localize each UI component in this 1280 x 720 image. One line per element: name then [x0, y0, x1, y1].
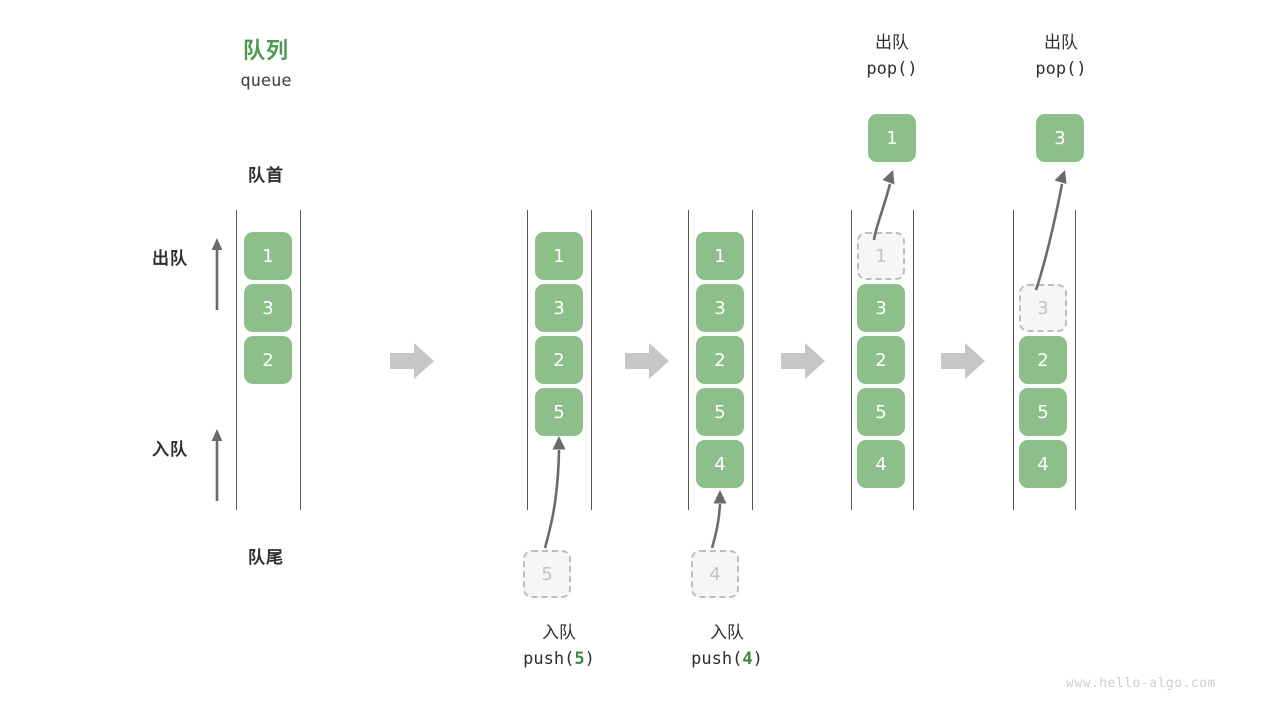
enqueue-motion-arrow	[543, 436, 566, 549]
queue-rail-right	[300, 210, 301, 510]
step-arrow-icon	[781, 343, 825, 379]
queue-element-removed: 3	[1019, 284, 1067, 332]
operation-code-suffix: )	[584, 649, 595, 670]
rear-label: 队尾	[248, 548, 284, 568]
queue-element: 4	[1019, 440, 1067, 488]
queue-rail-left	[527, 210, 528, 510]
queue-rail-left	[1013, 210, 1014, 510]
queue-element-removed: 1	[857, 232, 905, 280]
dequeue-motion-arrow	[872, 170, 895, 241]
dequeue-direction-label: 出队	[152, 249, 188, 269]
operation-code-suffix: )	[1076, 59, 1087, 80]
queue-element-new: 5	[535, 388, 583, 436]
enqueue-direction-arrow	[211, 429, 223, 501]
operation-code-suffix: )	[752, 649, 763, 670]
queue-rail-left	[688, 210, 689, 510]
diagram-title-en: queue	[240, 71, 292, 91]
operation-label-pop-1: 出队 pop()	[812, 30, 972, 83]
step-arrow-icon	[390, 343, 434, 379]
queue-element: 1	[244, 232, 292, 280]
staged-element: 5	[523, 550, 571, 598]
operation-code-value: 4	[742, 649, 753, 670]
step-arrow-icon	[941, 343, 985, 379]
queue-element: 4	[857, 440, 905, 488]
queue-element: 2	[1019, 336, 1067, 384]
queue-element: 5	[696, 388, 744, 436]
queue-element: 3	[244, 284, 292, 332]
queue-element: 2	[857, 336, 905, 384]
queue-element: 3	[857, 284, 905, 332]
queue-element: 3	[535, 284, 583, 332]
popped-element: 1	[868, 114, 916, 162]
queue-element: 2	[244, 336, 292, 384]
operation-code-prefix: push(	[691, 649, 743, 670]
queue-rail-left	[236, 210, 237, 510]
queue-element: 3	[696, 284, 744, 332]
queue-rail-right	[913, 210, 914, 510]
queue-rail-right	[591, 210, 592, 510]
operation-code-prefix: pop(	[1035, 59, 1077, 80]
queue-element: 2	[696, 336, 744, 384]
queue-element: 2	[535, 336, 583, 384]
operation-code-prefix: pop(	[866, 59, 908, 80]
front-label: 队首	[248, 166, 284, 186]
queue-rail-right	[752, 210, 753, 510]
operation-code-prefix: push(	[523, 649, 575, 670]
diagram-title-cn: 队列	[242, 39, 289, 64]
operation-label-push-4: 入队 push(4)	[647, 620, 807, 673]
queue-element: 5	[1019, 388, 1067, 436]
enqueue-motion-arrow	[710, 490, 727, 549]
dequeue-direction-arrow	[211, 238, 223, 310]
enqueue-direction-label: 入队	[152, 440, 188, 460]
queue-element-new: 4	[696, 440, 744, 488]
operation-label-cn: 出队	[875, 33, 909, 53]
staged-element: 4	[691, 550, 739, 598]
queue-element: 1	[535, 232, 583, 280]
operation-code-value: 5	[574, 649, 585, 670]
dequeue-motion-arrow	[1034, 170, 1067, 291]
step-arrow-icon	[625, 343, 669, 379]
queue-element: 5	[857, 388, 905, 436]
queue-rail-right	[1075, 210, 1076, 510]
queue-rail-left	[851, 210, 852, 510]
popped-element: 3	[1036, 114, 1084, 162]
operation-label-cn: 入队	[542, 623, 576, 643]
operation-label-cn: 入队	[710, 623, 744, 643]
operation-label-pop-3: 出队 pop()	[981, 30, 1141, 83]
queue-element: 1	[696, 232, 744, 280]
operation-label-push-5: 入队 push(5)	[479, 620, 639, 673]
operation-code-suffix: )	[907, 59, 918, 80]
watermark: www.hello-algo.com	[1066, 676, 1216, 691]
operation-label-cn: 出队	[1044, 33, 1078, 53]
